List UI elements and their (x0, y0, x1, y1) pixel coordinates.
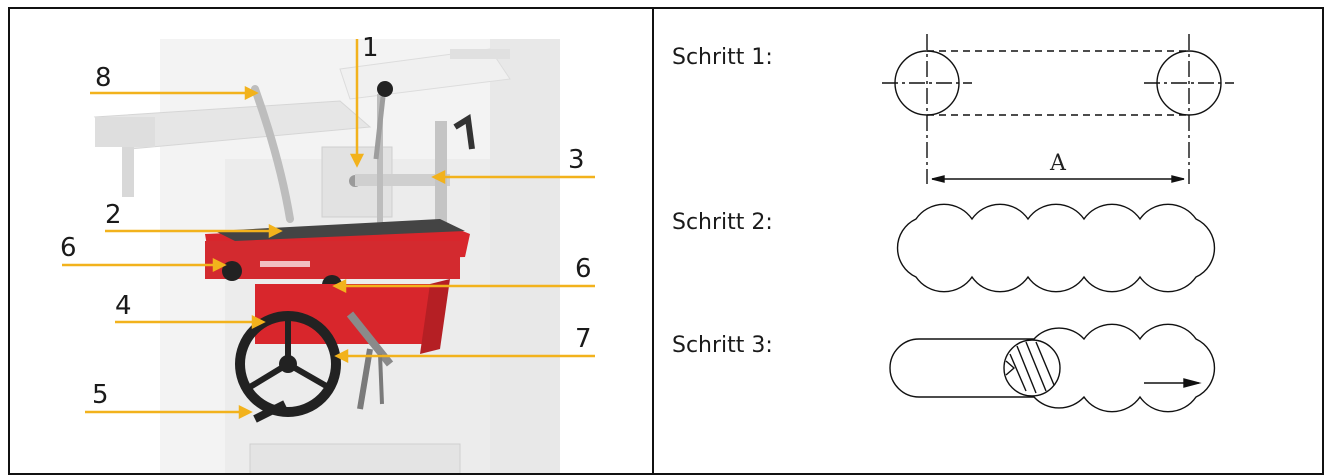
step3-hatch-2 (1016, 345, 1037, 394)
step2-label: Schritt 2: (672, 210, 773, 235)
lever-arm (251, 85, 294, 223)
nameplate (249, 443, 461, 473)
handwheel-handle (253, 400, 287, 423)
table-leg (122, 147, 134, 197)
callout-arrow-7 (334, 348, 349, 364)
handwheel (235, 311, 341, 417)
callout-arrow-6-left (212, 257, 227, 273)
step3-feed-arrow (1183, 378, 1202, 388)
handwheel-hub (279, 355, 297, 373)
steps-diagram (882, 34, 1234, 413)
table-top-surface (215, 219, 465, 241)
table-front-red (205, 241, 460, 279)
step3-label: Schritt 3: (672, 333, 773, 358)
step3-hatch-4 (1035, 341, 1055, 386)
callout-label-6-right: 6 (575, 254, 592, 284)
callout-label-1: 1 (362, 33, 379, 63)
fence-rail (450, 49, 510, 59)
step2-drawing (896, 203, 1216, 293)
clamp-ball-knob (377, 81, 393, 97)
callout-arrow-1 (349, 153, 365, 168)
knob-left (222, 261, 242, 281)
clamp-handle (373, 96, 386, 160)
table-front (95, 117, 155, 147)
machine-illustration (62, 39, 595, 473)
step3-drawing (889, 323, 1216, 413)
machine-illustration-panel: 1 2 3 4 5 6 6 7 8 (10, 9, 652, 473)
callout-arrow-5 (238, 404, 253, 420)
callout-label-5: 5 (92, 380, 109, 410)
step1-label: Schritt 1: (672, 45, 773, 70)
step1-drawing (882, 34, 1234, 184)
clamp-lever (453, 114, 475, 150)
step1-dim-arrow-right (1171, 175, 1185, 183)
machine-side (490, 39, 560, 473)
step3-cutter-tooth (1005, 360, 1016, 376)
figure-frame: 1 2 3 4 5 6 6 7 8 (8, 7, 1324, 475)
callout-label-2: 2 (105, 200, 122, 230)
callout-label-7: 7 (575, 324, 592, 354)
callout-label-6-left: 6 (60, 233, 77, 263)
panel-divider (652, 9, 654, 473)
step3-slot-outline (889, 323, 1216, 413)
carriage-side (420, 279, 450, 354)
callout-arrow-8 (244, 85, 259, 101)
callout-arrow-6-right (332, 278, 347, 294)
carriage-rod (357, 348, 373, 410)
callout-label-8: 8 (95, 63, 112, 93)
callout-label-3: 3 (568, 145, 585, 175)
table-slot (260, 261, 310, 267)
callout-arrow-3 (431, 169, 446, 185)
step1-dim-arrow-left (931, 175, 945, 183)
carriage-rod-2 (378, 353, 384, 405)
step3-hatch-3 (1025, 341, 1047, 392)
step1-dimension-label: A (1050, 151, 1066, 176)
step3-cutter (1003, 339, 1061, 397)
callout-arrow-4 (251, 314, 266, 330)
steps-panel: Schritt 1: Schritt 2: Schritt 3: A (654, 9, 1322, 473)
callout-label-4: 4 (115, 291, 132, 321)
callout-arrow-2 (268, 223, 283, 239)
step3-hatch-1 (1009, 353, 1027, 392)
